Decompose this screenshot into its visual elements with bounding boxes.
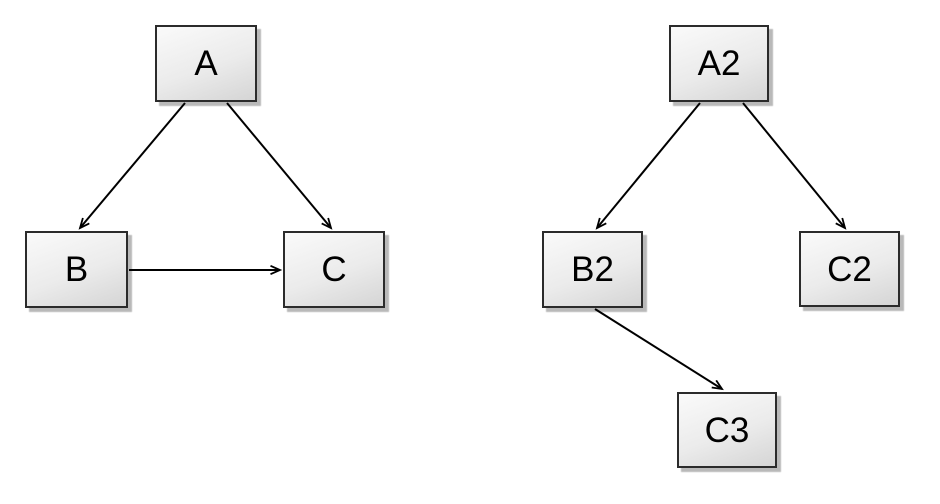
node-B2: B2 [542,231,643,308]
edge-B2-C3 [594,308,722,389]
node-label-C3: C3 [704,410,750,450]
node-label-C2: C2 [827,249,872,289]
node-label-B: B [64,250,89,289]
node-A: A [155,25,257,102]
edge-A-C [226,102,331,228]
node-label-A2: A2 [697,44,741,83]
node-B: B [25,231,128,308]
edge-A-B [80,102,186,228]
node-label-B2: B2 [571,250,614,289]
edge-A2-B2 [597,102,701,228]
node-C3: C3 [677,392,777,468]
node-A2: A2 [669,25,769,102]
edge-A2-C2 [742,102,845,228]
node-label-C: C [321,250,347,289]
node-label-A: A [194,44,218,83]
node-C2: C2 [799,231,900,307]
node-C: C [283,231,385,308]
